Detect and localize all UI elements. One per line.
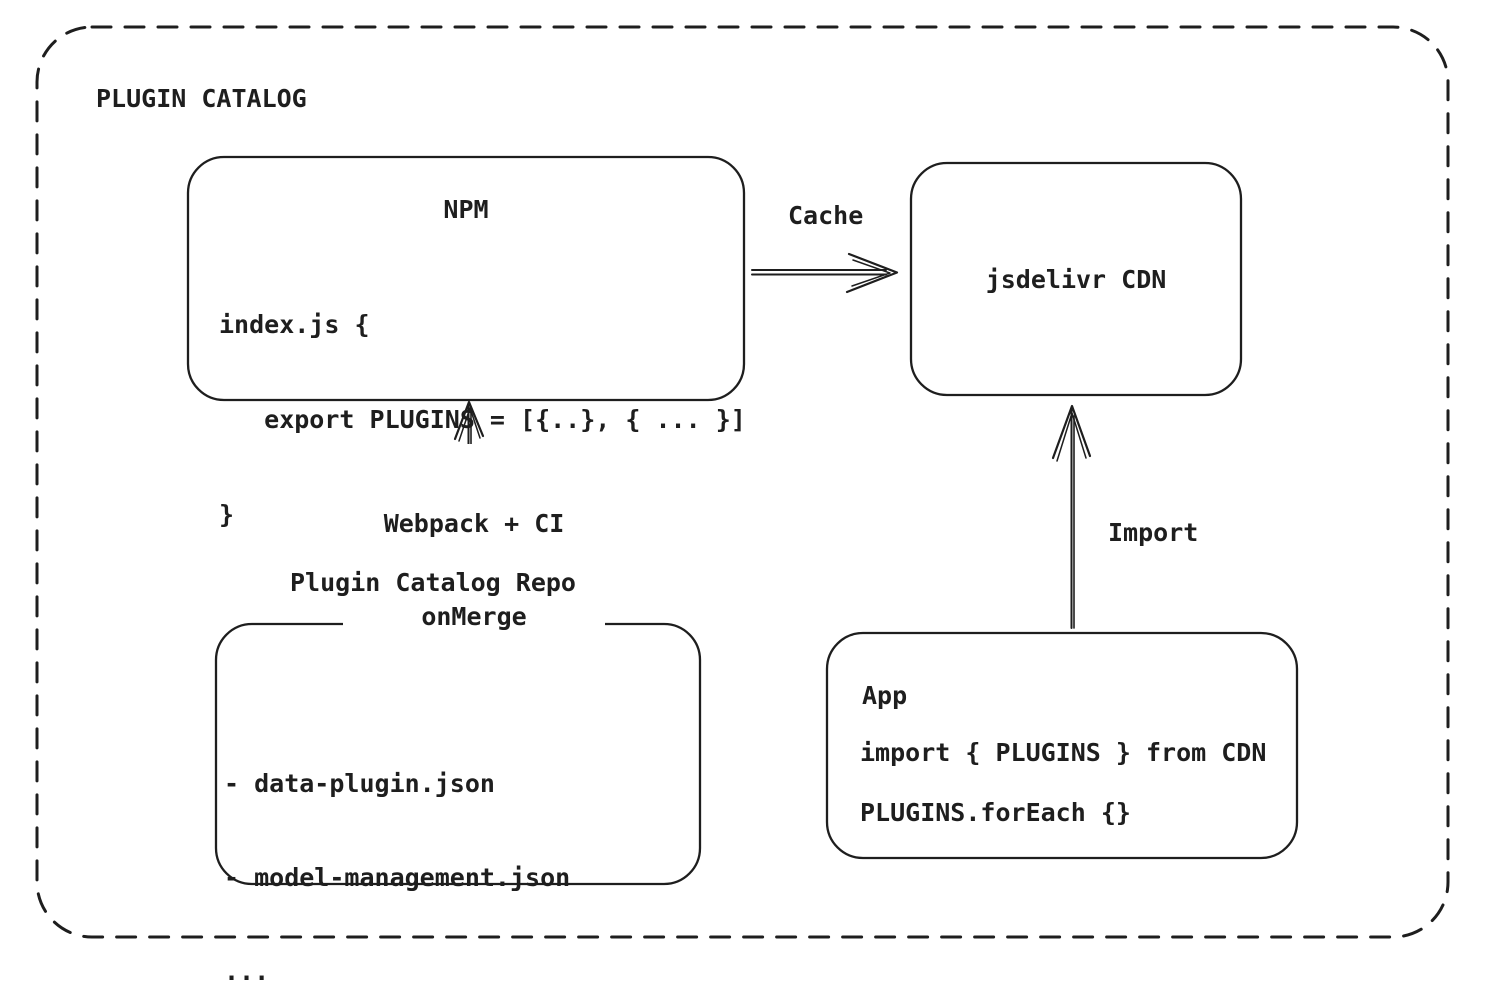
npm-code-line: export PLUGINS = [{..}, { ... }] — [219, 405, 746, 434]
repo-item: - data-plugin.json — [224, 769, 495, 798]
npm-box — [186, 155, 746, 402]
repo-title: Plugin Catalog Repo — [290, 568, 576, 597]
app-code-line: PLUGINS.forEach {} — [860, 798, 1131, 827]
app-code-line: import { PLUGINS } from CDN — [860, 738, 1267, 767]
cache-arrow — [751, 252, 899, 294]
repo-items: - data-plugin.json - model-management.js… — [224, 706, 570, 1002]
npm-code-line: index.js { — [219, 310, 370, 339]
build-arrow-label-line: onMerge — [421, 602, 527, 631]
npm-code-line: } — [219, 500, 235, 529]
import-arrow-label: Import — [1108, 518, 1199, 547]
app-box — [825, 631, 1299, 860]
cdn-label: jsdelivr CDN — [985, 265, 1167, 294]
app-title: App — [862, 681, 908, 710]
npm-code: index.js { export PLUGINS = [{..}, { ...… — [219, 246, 746, 593]
build-arrow-label: Webpack + CI onMerge — [343, 444, 605, 696]
repo-item: - model-management.json — [224, 863, 571, 892]
repo-item: ... — [224, 957, 270, 986]
cache-arrow-label: Cache — [788, 201, 864, 230]
import-arrow — [1051, 404, 1092, 629]
diagram-title: PLUGIN CATALOG — [96, 84, 307, 113]
build-arrow-label-line: Webpack + CI — [383, 509, 565, 538]
cdn-box — [909, 161, 1243, 397]
npm-title: NPM — [443, 195, 489, 224]
plugin-catalog-boundary — [35, 25, 1450, 939]
